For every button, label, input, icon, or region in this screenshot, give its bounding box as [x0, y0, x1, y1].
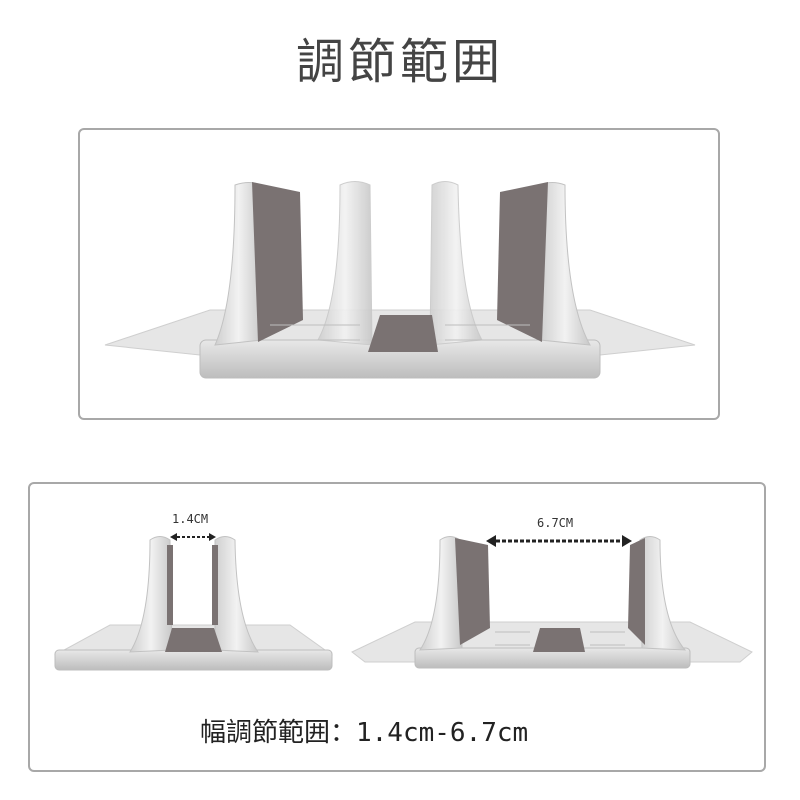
max-width-label: 6.7CM [537, 516, 574, 530]
stand-narrow [54, 536, 333, 671]
stand-wide [351, 536, 753, 669]
page-title: 調節範囲 [295, 34, 504, 90]
min-width-label: 1.4CM [172, 512, 209, 526]
range-caption: 幅調節範囲：1.4cm-6.7cm [200, 718, 529, 748]
min-gap-arrow [170, 533, 216, 541]
stand-wide-top [104, 181, 696, 379]
max-gap-arrow [486, 535, 632, 547]
